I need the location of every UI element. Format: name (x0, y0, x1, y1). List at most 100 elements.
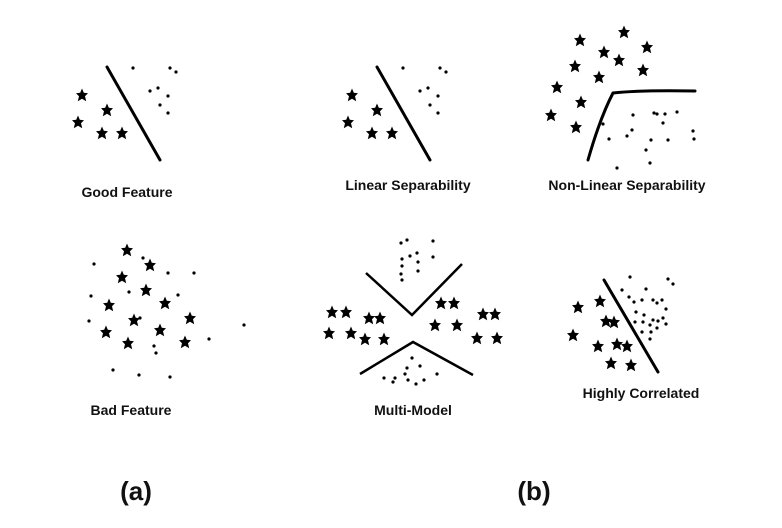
class-a-star-point (386, 126, 398, 140)
class-a-star-point (593, 70, 605, 84)
class-a-star-point (340, 305, 352, 319)
class-a-star-point (567, 328, 579, 342)
caption-good-feature: Good Feature (81, 184, 173, 200)
class-a-star-point (637, 63, 649, 77)
class-b-dot-point (400, 278, 404, 282)
panel-highly-correlated (567, 275, 675, 374)
decision-boundary-line (375, 65, 432, 162)
class-b-dot-point (391, 380, 395, 384)
class-a-star-point (346, 88, 358, 102)
class-b-dot-point (675, 110, 679, 114)
class-a-star-point (103, 298, 115, 312)
caption-bad-feature: Bad Feature (90, 402, 172, 418)
class-b-dot-point (625, 134, 629, 138)
class-b-dot-point (631, 113, 635, 117)
class-b-dot-point (651, 318, 655, 322)
class-b-dot-point (426, 86, 430, 90)
class-b-dot-point (400, 257, 404, 261)
class-a-star-point (116, 270, 128, 284)
class-b-dot-point (648, 337, 652, 341)
class-a-star-point (471, 331, 483, 345)
class-a-star-point (363, 311, 375, 325)
class-a-star-point (625, 358, 637, 372)
class-b-dot-point (174, 70, 178, 74)
class-b-dot-point (393, 376, 397, 380)
class-b-dot-point (663, 112, 667, 116)
caption-non-linear-separability: Non-Linear Separability (548, 177, 706, 193)
class-a-star-point (545, 108, 557, 122)
class-a-star-point (570, 120, 582, 134)
class-a-star-point (574, 33, 586, 47)
class-a-star-point (611, 337, 623, 351)
class-b-dot-point (127, 290, 131, 294)
class-a-star-point (342, 115, 354, 129)
class-b-dot-point (664, 322, 668, 326)
class-b-dot-point (633, 320, 637, 324)
class-a-star-point (641, 40, 653, 54)
class-b-dot-point (649, 330, 653, 334)
class-a-star-point (371, 103, 383, 117)
class-a-star-point (605, 356, 617, 370)
class-b-dot-point (131, 66, 135, 70)
class-b-dot-point (242, 323, 246, 327)
class-a-star-point (96, 126, 108, 140)
class-a-star-point (116, 126, 128, 140)
class-b-dot-point (416, 269, 420, 273)
part-label-a: (a) (120, 476, 152, 506)
class-a-star-point (128, 313, 140, 327)
class-b-dot-point (401, 66, 405, 70)
class-b-dot-point (422, 378, 426, 382)
class-a-star-point (154, 323, 166, 337)
class-a-star-point (140, 283, 152, 297)
class-b-dot-point (414, 382, 418, 386)
panel-multi-model (323, 238, 503, 386)
class-b-dot-point (664, 307, 668, 311)
class-b-dot-point (620, 288, 624, 292)
class-b-dot-point (418, 89, 422, 93)
class-b-dot-point (651, 298, 655, 302)
class-b-dot-point (92, 262, 96, 266)
class-b-dot-point (436, 111, 440, 115)
caption-highly-correlated: Highly Correlated (582, 385, 700, 401)
panel-linear-separability (342, 65, 448, 162)
class-b-dot-point (444, 70, 448, 74)
class-b-dot-point (666, 277, 670, 281)
class-a-star-point (451, 318, 463, 332)
class-b-dot-point (156, 86, 160, 90)
class-a-star-point (598, 45, 610, 59)
class-b-dot-point (399, 272, 403, 276)
class-a-star-point (323, 326, 335, 340)
class-b-dot-point (649, 138, 653, 142)
class-a-star-point (551, 80, 563, 94)
class-b-dot-point (644, 148, 648, 152)
caption-multi-model: Multi-Model (374, 402, 452, 418)
class-b-dot-point (648, 161, 652, 165)
panel-good-feature (72, 65, 178, 162)
class-b-dot-point (601, 122, 605, 126)
class-b-dot-point (148, 89, 152, 93)
class-b-dot-point (152, 344, 156, 348)
class-b-dot-point (431, 239, 435, 243)
class-b-dot-point (652, 111, 656, 115)
class-b-dot-point (166, 111, 170, 115)
class-b-dot-point (436, 94, 440, 98)
class-b-dot-point (691, 129, 695, 133)
class-a-star-point (575, 95, 587, 109)
decision-boundary-line (105, 65, 162, 162)
class-b-dot-point (111, 368, 115, 372)
class-a-star-point (429, 318, 441, 332)
class-a-star-point (572, 300, 584, 314)
class-b-dot-point (630, 128, 634, 132)
class-b-dot-point (405, 366, 409, 370)
class-a-star-point (569, 59, 581, 73)
class-b-dot-point (655, 326, 659, 330)
class-b-dot-point (137, 373, 141, 377)
class-b-dot-point (87, 319, 91, 323)
class-b-dot-point (192, 271, 196, 275)
class-b-dot-point (642, 313, 646, 317)
decision-boundary-line (602, 278, 660, 374)
class-a-star-point (448, 296, 460, 310)
class-b-dot-point (158, 103, 162, 107)
class-a-star-point (594, 294, 606, 308)
class-b-dot-point (655, 112, 659, 116)
